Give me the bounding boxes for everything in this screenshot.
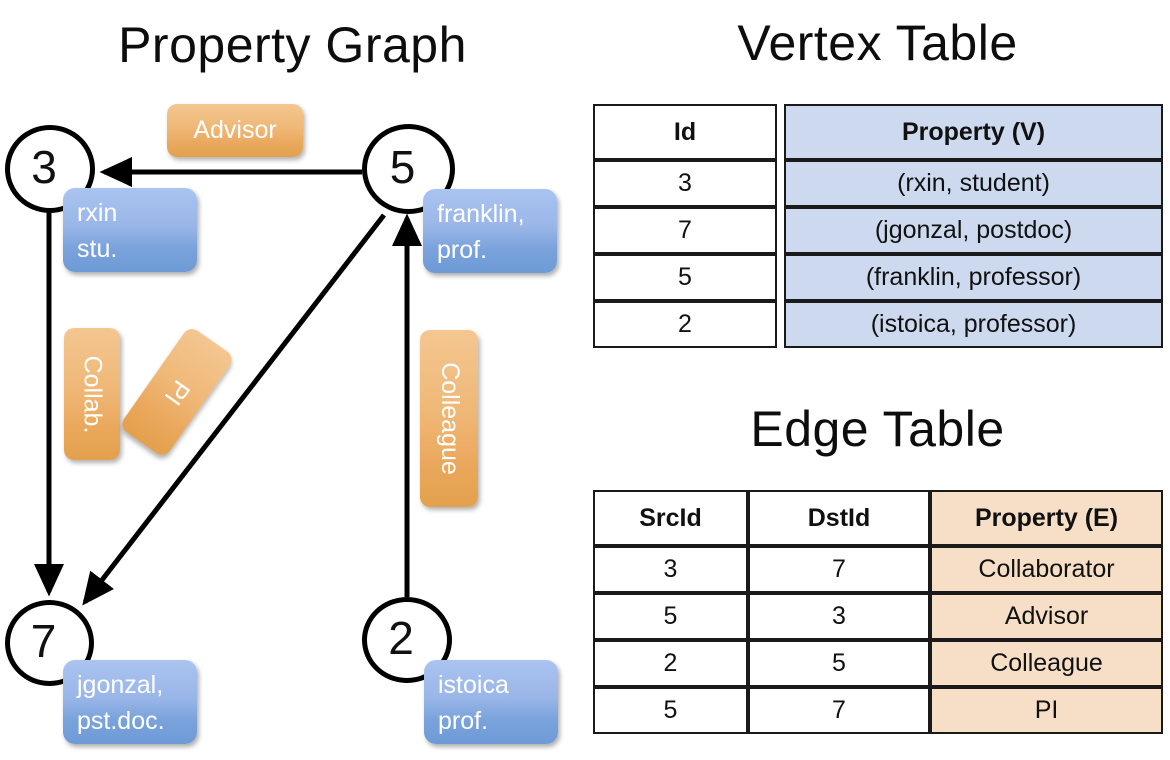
vertex-table-column-gap (777, 207, 784, 254)
edge-label-colleague: Colleague (420, 330, 478, 507)
table-row: 5 7 PI (593, 687, 1163, 734)
vertex-table-column-gap (777, 254, 784, 301)
edge-label-colleague-text: Colleague (435, 362, 464, 475)
page-title-vertex-table: Vertex Table (737, 15, 1018, 71)
edge-row-2-property: Colleague (930, 640, 1163, 687)
vertex-table-header-id: Id (593, 104, 777, 160)
vertex-property-box-jgonzal: jgonzal, pst.doc. (63, 660, 197, 744)
vertex-property-box-istoica: istoica prof. (424, 660, 558, 744)
vertex-property-istoica-line2: prof. (438, 706, 489, 735)
edge-label-collab: Collab. (64, 328, 120, 460)
graph-edge-arrows (34, 157, 422, 606)
edge-table-header-row: SrcId DstId Property (E) (593, 490, 1163, 546)
vertex-row-0-property: (rxin, student) (784, 160, 1163, 207)
edge-row-0-src: 3 (593, 546, 748, 593)
edge-label-advisor-text: Advisor (193, 116, 277, 144)
edge-5-to-7 (82, 213, 386, 606)
edge-row-1-dst: 3 (748, 593, 930, 640)
graph-node-5-label: 5 (389, 141, 416, 193)
vertex-row-0-id: 3 (593, 160, 777, 207)
edge-table: SrcId DstId Property (E) 3 7 Collaborato… (593, 490, 1163, 734)
property-graph-diagram: 3 5 7 2 rxin stu. franklin, prof. jgonza… (0, 90, 585, 760)
vertex-property-box-rxin: rxin stu. (63, 188, 197, 272)
vertex-property-istoica-line1: istoica (438, 671, 509, 699)
graph-node-3-label: 3 (31, 141, 57, 193)
graph-node-2-label: 2 (388, 612, 414, 664)
table-row: 3 7 Collaborator (593, 546, 1163, 593)
vertex-property-franklin-line2: prof. (437, 235, 488, 264)
vertex-row-2-property: (franklin, professor) (784, 254, 1163, 301)
edge-table-header-property: Property (E) (930, 490, 1163, 546)
vertex-table: Id Property (V) 3 (rxin, student) 7 (jgo… (593, 104, 1163, 348)
vertex-property-rxin-line2: stu. (77, 234, 118, 263)
edge-row-3-dst: 7 (748, 687, 930, 734)
edge-row-2-src: 2 (593, 640, 748, 687)
edge-table-header-dstid: DstId (748, 490, 930, 546)
vertex-table-header-row: Id Property (V) (593, 104, 1163, 160)
vertex-property-franklin-line1: franklin, (437, 200, 525, 228)
vertex-table-column-gap (777, 160, 784, 207)
vertex-property-jgonzal-line2: pst.doc. (77, 706, 165, 735)
vertex-row-3-id: 2 (593, 301, 777, 348)
edge-row-1-src: 5 (593, 593, 748, 640)
vertex-property-rxin-line1: rxin (77, 199, 118, 227)
table-row: 7 (jgonzal, postdoc) (593, 207, 1163, 254)
vertex-table-column-gap (777, 104, 784, 160)
page-title-edge-table: Edge Table (750, 401, 1005, 457)
table-row: 5 (franklin, professor) (593, 254, 1163, 301)
table-row: 5 3 Advisor (593, 593, 1163, 640)
vertex-property-box-franklin: franklin, prof. (423, 189, 557, 273)
edge-row-0-property: Collaborator (930, 546, 1163, 593)
vertex-property-jgonzal-line1: jgonzal, (77, 671, 164, 699)
edge-row-3-property: PI (930, 687, 1163, 734)
edge-label-advisor: Advisor (167, 104, 303, 157)
vertex-row-2-id: 5 (593, 254, 777, 301)
edge-row-2-dst: 5 (748, 640, 930, 687)
graph-node-3[interactable]: 3 (5, 125, 95, 213)
vertex-table-header-property: Property (V) (784, 104, 1163, 160)
table-row: 3 (rxin, student) (593, 160, 1163, 207)
vertex-table-column-gap (777, 301, 784, 348)
table-row: 2 5 Colleague (593, 640, 1163, 687)
edge-label-collab-text: Collab. (78, 355, 107, 433)
edge-row-3-src: 5 (593, 687, 748, 734)
edge-row-0-dst: 7 (748, 546, 930, 593)
vertex-row-3-property: (istoica, professor) (784, 301, 1163, 348)
graph-node-5[interactable]: 5 (362, 124, 455, 214)
table-row: 2 (istoica, professor) (593, 301, 1163, 348)
vertex-row-1-property: (jgonzal, postdoc) (784, 207, 1163, 254)
page-title-property-graph: Property Graph (118, 17, 467, 73)
edge-table-header-srcid: SrcId (593, 490, 748, 546)
edge-label-pi-text: PI (159, 374, 196, 410)
graph-node-7-label: 7 (30, 615, 57, 667)
edge-row-1-property: Advisor (930, 593, 1163, 640)
vertex-row-1-id: 7 (593, 207, 777, 254)
